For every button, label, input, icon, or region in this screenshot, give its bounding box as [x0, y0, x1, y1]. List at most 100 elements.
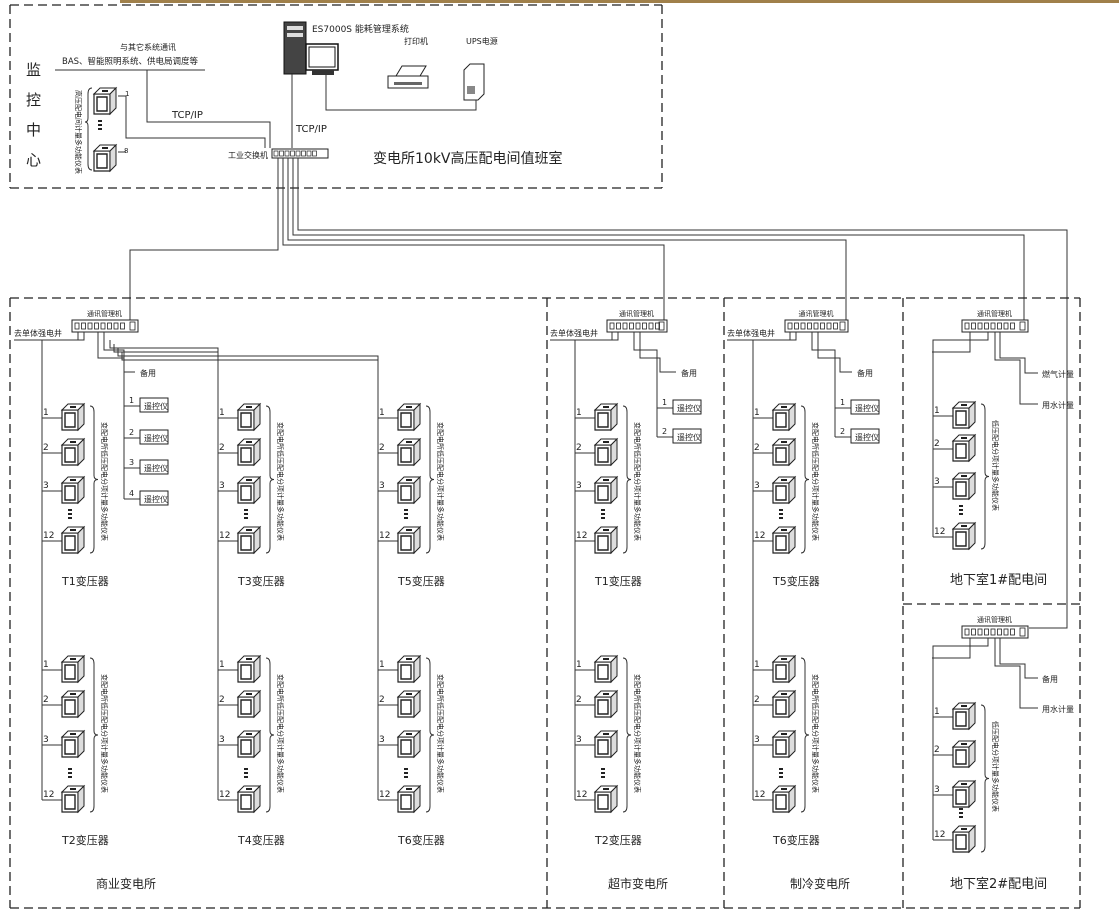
- transformer-label: T3变压器: [237, 574, 285, 588]
- meter-side: [788, 784, 796, 814]
- meter-side: [253, 475, 261, 505]
- transformer-label: T6变压器: [397, 833, 445, 847]
- meter-indicator: [406, 733, 412, 735]
- switch-uplink-port: [1019, 627, 1026, 637]
- switch-port: [120, 322, 125, 330]
- meter-screen: [955, 531, 967, 547]
- meter-indicator: [603, 788, 609, 790]
- meter-number: 12: [754, 790, 765, 800]
- printer-label: 打印机: [404, 36, 428, 46]
- transformer-label: T2变压器: [594, 833, 642, 847]
- switch-port: [295, 150, 301, 157]
- other-system-comm-desc: BAS、智能照明系统、供电局调度等: [62, 56, 199, 67]
- multifunction-meter-icon: [60, 475, 86, 505]
- meter-screen: [400, 485, 412, 501]
- switch-port: [813, 322, 819, 330]
- meter-number: 2: [379, 443, 385, 453]
- meter-indicator: [70, 658, 76, 660]
- ellipsis-dot: [244, 776, 248, 778]
- meter-group-vertical-label: 变配电所低压配电分项计量多功能仪表: [811, 422, 820, 541]
- meter-group-vertical-label: 变配电所低压配电分项计量多功能仪表: [633, 674, 642, 793]
- meter-screen: [775, 412, 787, 428]
- remote-control-device: [139, 429, 169, 445]
- meter-indicator: [70, 788, 76, 790]
- brace: [800, 657, 810, 813]
- meter-screen: [775, 447, 787, 463]
- trunk-to-supermarket: [282, 158, 665, 320]
- meter-screen: [64, 699, 76, 715]
- meter-number: 2: [219, 695, 225, 705]
- comm-manager-label: 通讯管理机: [977, 615, 1012, 624]
- switch-port: [81, 322, 86, 330]
- meter-side: [788, 437, 796, 467]
- multifunction-meter-icon: [396, 654, 422, 684]
- remote-number: 2: [662, 427, 667, 436]
- multifunction-meter-icon: [236, 475, 262, 505]
- meter-indicator: [961, 437, 967, 439]
- station-name: 地下室1#配电间: [950, 572, 1047, 588]
- meter-number: 1: [219, 408, 225, 418]
- remote-control-label: 遥控仪: [855, 403, 879, 413]
- switch-port: [107, 322, 112, 330]
- switch-port: [971, 628, 976, 636]
- switch-uplink-port: [658, 321, 665, 331]
- meter-number: 3: [43, 481, 49, 491]
- extra-label: 燃气计量: [1042, 369, 1074, 379]
- switch-port: [312, 150, 317, 157]
- remote-number: 2: [129, 428, 134, 437]
- remote-number: 1: [662, 398, 667, 407]
- meter-number: 12: [576, 531, 587, 541]
- transformer-label: T5变压器: [772, 574, 820, 588]
- ellipsis-dot: [959, 513, 963, 515]
- multifunction-meter-icon: [396, 689, 422, 719]
- meter-screen: [597, 664, 609, 680]
- multifunction-meter-icon: [60, 525, 86, 555]
- switch-port: [87, 322, 93, 330]
- switch-port: [113, 322, 119, 330]
- trunk-to-commercial: [129, 158, 279, 320]
- switch-port: [984, 322, 989, 330]
- multifunction-meter-icon: [396, 402, 422, 432]
- meter-side: [968, 471, 976, 501]
- meter-screen: [400, 794, 412, 810]
- meter-indicator: [603, 406, 609, 408]
- meter-indicator: [603, 693, 609, 695]
- ellipsis-dot: [404, 513, 408, 515]
- remote-control-device: [139, 397, 169, 413]
- meter-number: 3: [934, 477, 940, 487]
- switch-port: [820, 322, 825, 330]
- switch-port: [1010, 628, 1015, 636]
- meter-side: [77, 729, 85, 759]
- brace: [980, 704, 990, 853]
- switch-port: [1003, 628, 1009, 636]
- meter-indicator: [781, 479, 787, 481]
- switch-port: [826, 322, 832, 330]
- remote-control-label: 遥控仪: [144, 494, 168, 504]
- meter-bus-line: [121, 352, 379, 800]
- meter-number: 3: [934, 785, 940, 795]
- meter-number: 3: [576, 735, 582, 745]
- ups-body: [463, 63, 485, 101]
- remote-control-device: [139, 490, 169, 506]
- to-shaft-line: [932, 332, 971, 353]
- meter-number: 12: [934, 830, 945, 840]
- brace: [265, 405, 275, 554]
- meter-side: [968, 400, 976, 430]
- meter-screen: [775, 485, 787, 501]
- brace: [265, 657, 275, 813]
- water-meter-line: [994, 638, 1038, 709]
- meter-indicator: [961, 525, 967, 527]
- ellipsis-dot: [601, 772, 605, 774]
- remote-control-device: [672, 428, 702, 444]
- meter-indicator: [406, 529, 412, 531]
- extra-label: 用水计量: [1042, 400, 1074, 410]
- pc-drive: [287, 26, 303, 30]
- brace: [425, 405, 435, 554]
- meter-group-vertical-label: 变配电所低压配电分项计量多功能仪表: [811, 674, 820, 793]
- meter-indicator: [961, 783, 967, 785]
- meter-number: 1: [379, 408, 385, 418]
- meter-group-vertical-label: 变配电所低压配电分项计量多功能仪表: [100, 674, 109, 793]
- meter-indicator: [102, 90, 108, 92]
- remote-control-label: 遥控仪: [144, 433, 168, 443]
- switch-port: [648, 322, 654, 330]
